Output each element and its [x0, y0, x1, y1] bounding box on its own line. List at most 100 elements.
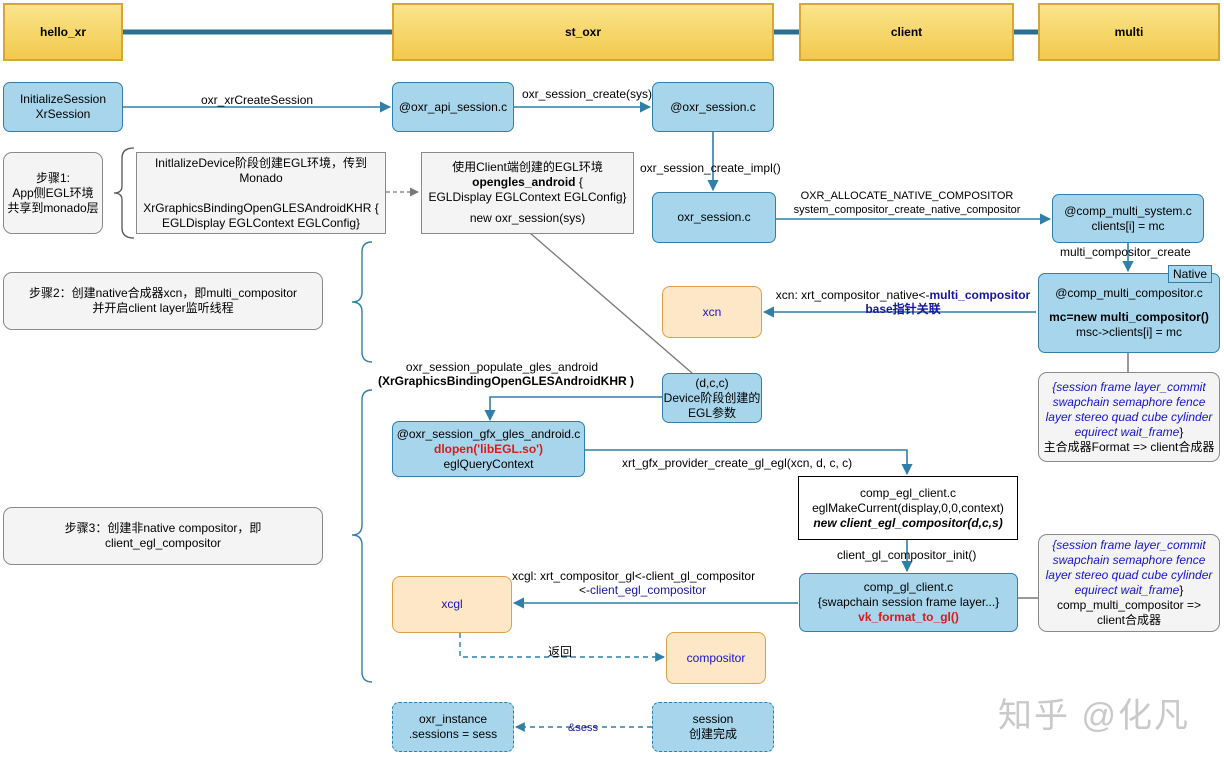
node-line: msc->clients[i] = mc — [1075, 325, 1183, 339]
node-line: eglQueryContext — [443, 456, 534, 471]
node-dcc: (d,c,c) Device阶段创建的 EGL参数 — [662, 373, 762, 423]
node-line: @comp_multi_system.c — [1064, 203, 1192, 218]
note-brace: { — [575, 175, 583, 189]
note-line: XrGraphicsBindingOpenGLESAndroidKHR { — [143, 200, 379, 215]
note-line: 主合成器Format => client合成器 — [1043, 439, 1215, 454]
node-highlight: vk_format_to_gl() — [858, 610, 959, 624]
edge-label-gfx-provider: xrt_gfx_provider_create_gl_egl(xcn, d, c… — [622, 456, 853, 470]
node-line: XrSession — [35, 107, 91, 121]
node-session-c-top: @oxr_session.c — [652, 82, 774, 132]
node-api-session: @oxr_api_session.c — [392, 82, 514, 132]
note-brace: } — [1179, 583, 1184, 597]
edge-label-allocate-native: OXR_ALLOCATE_NATIVE_COMPOSITOR system_co… — [787, 189, 1027, 217]
lane-multi: multi — [1038, 3, 1220, 61]
node-line: eglMakeCurrent(display,0,0,context) — [812, 500, 1004, 515]
node-line: @oxr_session.c — [670, 99, 756, 114]
edge-label-xcn-native: xcn: xrt_compositor_native<-multi_compos… — [770, 288, 1036, 316]
edge-label-prefix: xcn: xrt_compositor_native<- — [775, 288, 930, 302]
note-italic: {session frame layer_commit — [1052, 379, 1206, 394]
note-multi-interfaces: {session frame layer_commit swapchain se… — [1038, 372, 1220, 462]
edge-label-line: OXR_ALLOCATE_NATIVE_COMPOSITOR — [800, 190, 1014, 202]
node-comp-multi-system: @comp_multi_system.c clients[i] = mc — [1052, 194, 1204, 243]
edge-label-multi-create: multi_compositor_create — [1060, 245, 1191, 259]
lane-label: client — [890, 24, 923, 39]
edge-label-line: (XrGraphicsBindingOpenGLESAndroidKHR ) — [378, 374, 635, 388]
edge-populate — [484, 396, 662, 422]
note-line: {session frame layer_commit — [1052, 380, 1205, 395]
note-line: equirect wait_frame} — [1075, 583, 1184, 598]
node-line: oxr_session.c — [677, 210, 751, 224]
note-line: Monado — [239, 170, 283, 185]
lane-label: st_oxr — [564, 24, 602, 39]
lane-label: hello_xr — [39, 24, 87, 39]
edge-label-session-create-sys: oxr_session_create(sys) — [522, 87, 653, 101]
note-line: comp_multi_compositor => — [1056, 598, 1202, 612]
node-line: comp_gl_client.c — [863, 580, 954, 594]
brace-step3 — [351, 389, 373, 683]
note-italic: layer stereo quad cube cylinder — [1045, 568, 1213, 582]
node-comp-multi-compositor: @comp_multi_compositor.c mc=new multi_co… — [1038, 273, 1220, 353]
node-line: session — [692, 712, 734, 726]
node-line: (d,c,c) — [695, 375, 729, 390]
note-init-device: InitlalizeDevice阶段创建EGL环境，传到 Monado XrGr… — [136, 152, 386, 234]
note-line: 步骤2：创建native合成器xcn，即multi_compositor — [28, 286, 298, 300]
note-italic: swapchain semaphore fence — [1052, 394, 1206, 409]
node-line: .sessions = sess — [408, 727, 498, 741]
note-italic: {session frame layer_commit — [1052, 538, 1206, 552]
edge-label-gl-init: client_gl_compositor_init() — [837, 548, 977, 562]
node-line: mc=new multi_compositor() — [1049, 310, 1209, 324]
node-line: comp_egl_client.c — [859, 485, 957, 500]
edge-label-line: system_compositor_create_native_composit… — [793, 204, 1021, 216]
edge-label-line: <-client_egl_compositor — [512, 583, 755, 597]
brace-step2 — [351, 241, 373, 363]
node-line: {swapchain session frame layer...} — [817, 595, 1000, 609]
note-line: InitlalizeDevice阶段创建EGL环境，传到 — [154, 155, 368, 170]
node-line: @oxr_api_session.c — [398, 99, 508, 114]
node-compositor: compositor — [666, 632, 766, 684]
edge-label-emph: client_egl_compositor — [590, 583, 707, 597]
node-session-done: session 创建完成 — [652, 702, 774, 752]
edge-label-line: xcn: xrt_compositor_native<-multi_compos… — [770, 288, 1036, 302]
note-italic: swapchain semaphore fence — [1052, 553, 1206, 567]
edge-label-populate: oxr_session_populate_gles_android (XrGra… — [378, 360, 635, 388]
edge-label-session-create-impl: oxr_session_create_impl() — [640, 161, 781, 175]
note-line: EGLDisplay EGLContext EGLConfig} — [161, 215, 361, 230]
note-line: 步骤1: — [35, 170, 70, 185]
node-line: EGL参数 — [687, 405, 736, 420]
note-step3: 步骤3：创建非native compositor，即 client_egl_co… — [3, 507, 323, 565]
node-oxr-instance: oxr_instance .sessions = sess — [392, 702, 514, 752]
node-line: xcn — [702, 304, 722, 319]
edge-label-sess: &sess — [568, 722, 598, 734]
note-line: client_egl_compositor — [104, 536, 222, 550]
note-brace: } — [1179, 424, 1184, 439]
note-line: new oxr_session(sys) — [469, 211, 586, 225]
native-tag: Native — [1168, 265, 1213, 283]
node-session-c-mid: oxr_session.c — [652, 192, 776, 243]
note-line: 并开启client layer监听线程 — [92, 301, 234, 315]
edge-label-xcgl: xcgl: xrt_compositor_gl<-client_gl_compo… — [512, 569, 755, 597]
node-line: @comp_multi_compositor.c — [1055, 286, 1203, 300]
note-client-interfaces: {session frame layer_commit swapchain se… — [1038, 534, 1220, 632]
node-xcgl: xcgl — [392, 576, 512, 633]
lane-label: multi — [1114, 24, 1144, 39]
node-line: InitializeSession — [19, 92, 107, 106]
note-line: equirect wait_frame} — [1075, 425, 1184, 440]
node-line: xcgl — [441, 597, 463, 611]
lane-client: client — [799, 3, 1014, 61]
watermark: 知乎 @化凡 — [998, 697, 1190, 735]
node-line: new client_egl_compositor(d,c,s) — [813, 515, 1003, 530]
lane-hello-xr: hello_xr — [3, 3, 123, 61]
note-line: App侧EGL环境 — [12, 185, 94, 200]
lane-st-oxr: st_oxr — [392, 3, 774, 61]
edge-gfx-provider — [585, 449, 913, 476]
note-line: opengles_android { — [472, 175, 583, 190]
note-step2: 步骤2：创建native合成器xcn，即multi_compositor 并开启… — [3, 272, 323, 330]
edge-label-prefix: <- — [579, 583, 591, 597]
note-line: 步骤3：创建非native compositor，即 — [64, 521, 262, 535]
note-client-egl: 使用Client端创建的EGL环境 opengles_android { EGL… — [421, 152, 634, 234]
note-line: 使用Client端创建的EGL环境 — [452, 160, 603, 174]
node-line: @oxr_session_gfx_gles_android.c — [396, 426, 581, 441]
note-italic: equirect wait_frame — [1074, 583, 1180, 597]
note-keyword: opengles_android — [472, 175, 576, 189]
edge-label-emph: multi_compositor — [929, 288, 1031, 302]
